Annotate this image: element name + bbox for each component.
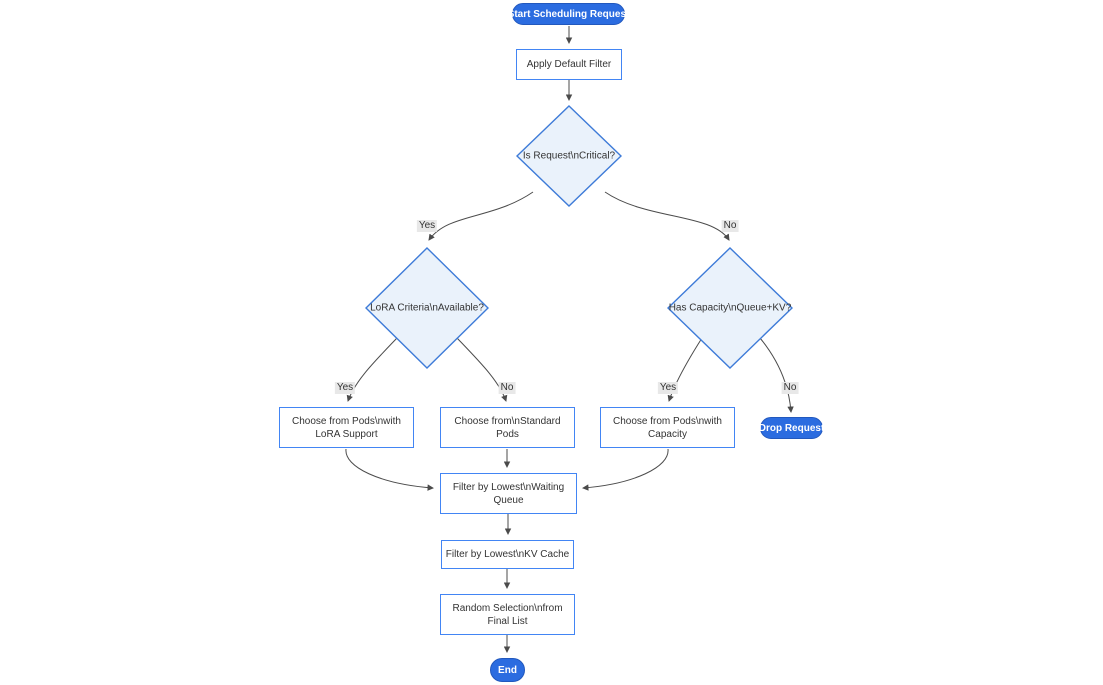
- edge-label-critical-no: No: [721, 220, 739, 232]
- filter-waiting-queue-line1: Filter by Lowest\nWaiting: [452, 481, 565, 493]
- start-node-label: Start Scheduling Request: [507, 8, 630, 20]
- edge-capacity-yes: [667, 337, 703, 402]
- lora-criteria-decision: [365, 247, 489, 369]
- choose-standard-pods-line1: Choose from\nStandard: [454, 415, 561, 427]
- edge-label-lora-yes: Yes: [334, 382, 356, 394]
- edge-lora-yes: [346, 337, 398, 402]
- edge-lora-no: [456, 337, 508, 402]
- random-selection-node: Random Selection\nfrom Final List: [440, 594, 575, 635]
- edge-capacity-no: [759, 337, 794, 413]
- choose-capacity-pods-line1: Choose from Pods\nwith: [613, 415, 722, 427]
- edge-capacitypods-to-filterqueue: [582, 448, 669, 491]
- choose-lora-pods-node: Choose from Pods\nwith LoRA Support: [279, 407, 414, 448]
- end-node-label: End: [498, 664, 517, 676]
- choose-standard-pods-node: Choose from\nStandard Pods: [440, 407, 575, 448]
- edge-label-capacity-yes: Yes: [657, 382, 679, 394]
- choose-lora-pods-line2: LoRA Support: [315, 428, 378, 440]
- is-request-critical-decision: [515, 105, 623, 207]
- edge-lorapods-to-filterqueue: [345, 448, 434, 491]
- edge-label-capacity-no: No: [781, 382, 799, 394]
- choose-capacity-pods-node: Choose from Pods\nwith Capacity: [600, 407, 735, 448]
- edge-critical-yes: [428, 191, 534, 241]
- filter-waiting-queue-line2: Queue: [493, 494, 524, 506]
- filter-kv-cache-node: Filter by Lowest\nKV Cache: [441, 540, 574, 569]
- apply-default-filter-label: Apply Default Filter: [526, 59, 612, 70]
- edge-label-critical-yes: Yes: [416, 220, 438, 232]
- random-selection-line1: Random Selection\nfrom: [452, 602, 563, 614]
- drop-request-node: Drop Request: [758, 417, 825, 439]
- edge-label-lora-no: No: [498, 382, 516, 394]
- random-selection-line2: Final List: [487, 615, 528, 627]
- filter-waiting-queue-node: Filter by Lowest\nWaiting Queue: [440, 473, 577, 514]
- choose-lora-pods-line1: Choose from Pods\nwith: [292, 415, 401, 427]
- filter-kv-cache-label: Filter by Lowest\nKV Cache: [445, 549, 570, 560]
- apply-default-filter-node: Apply Default Filter: [516, 49, 622, 80]
- drop-request-label: Drop Request: [758, 422, 825, 434]
- choose-capacity-pods-line2: Capacity: [648, 428, 687, 440]
- choose-standard-pods-line2: Pods: [496, 428, 519, 440]
- has-capacity-decision: [666, 247, 794, 369]
- end-node: End: [490, 658, 525, 682]
- edge-critical-no: [604, 191, 730, 241]
- start-node: Start Scheduling Request: [508, 3, 629, 25]
